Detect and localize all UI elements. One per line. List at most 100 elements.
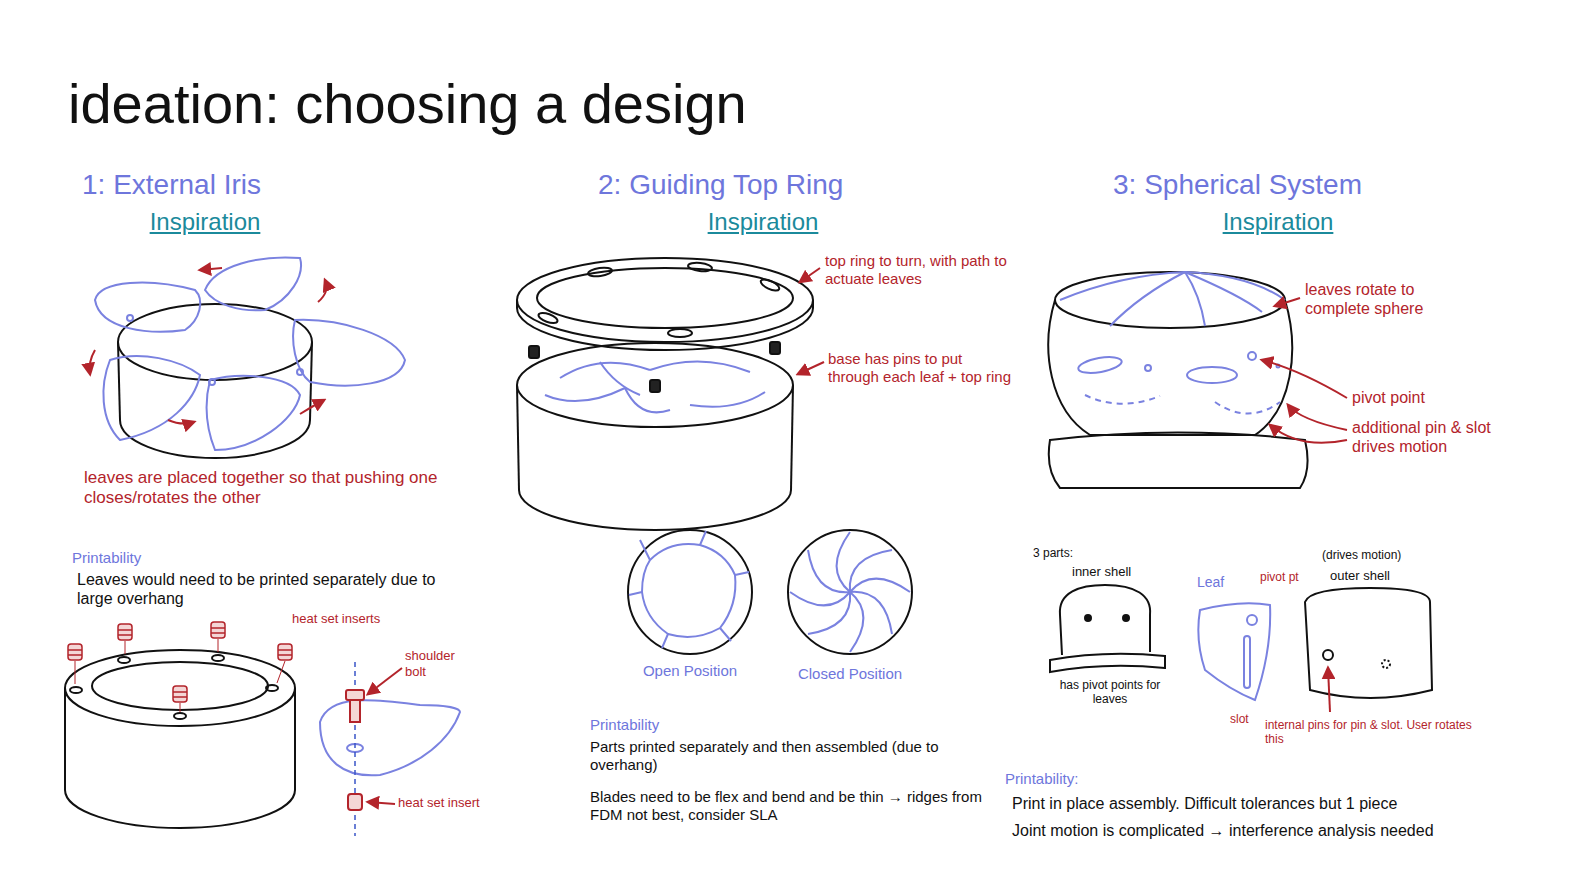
heat-set-inserts: [68, 622, 292, 712]
part-label: inner shell: [1072, 564, 1172, 580]
rotation-arrows: [90, 268, 327, 424]
heat-set-inserts-stroke: [278, 644, 292, 660]
guided-base-stroke: [517, 343, 793, 427]
sphere-leader-arrows-stroke: [1270, 425, 1347, 443]
iris-leaves-stroke: [207, 376, 300, 450]
top-ring-stroke: [688, 262, 713, 272]
note-text: Parts printed separately and then assemb…: [590, 738, 1010, 774]
label-slot: outer shell: [1330, 568, 1440, 584]
insert-base-stroke: [266, 685, 278, 691]
note-text: Joint motion is complicated → interferen…: [1012, 821, 1582, 840]
label-slot: heat set inserts: [292, 611, 412, 627]
rotation-arrows-stroke: [90, 350, 95, 374]
top-ring-stroke: [759, 277, 781, 293]
closed-aperture-stroke: [850, 550, 892, 592]
sphere-leaves-stroke: [1145, 365, 1151, 371]
label-slot: inner shell: [1072, 564, 1172, 580]
insert-base-stroke: [118, 657, 130, 663]
label-slot: leaves are placed together so that pushi…: [84, 468, 444, 509]
label-slot: Print in place assembly. Difficult toler…: [1012, 794, 1582, 813]
outer-shell-part-stroke: [1382, 660, 1390, 668]
sphere-leaves: [1060, 272, 1285, 414]
iris-leaves-stroke: [293, 320, 405, 386]
label-slot: Open Position: [630, 662, 750, 680]
title-slot: ideation: choosing a design: [68, 70, 1068, 137]
sphere-leaves-stroke: [1077, 354, 1123, 375]
iris-cylinder: [118, 304, 312, 458]
ring-leaves-stroke: [690, 392, 765, 407]
iris-leaves-stroke: [205, 257, 301, 310]
annotation: additional pin & slot drives motion: [1352, 418, 1517, 456]
label-slot: additional pin & slot drives motion: [1352, 418, 1517, 456]
guided-base-stroke: [519, 490, 791, 530]
label-slot: 3: Spherical System: [1113, 168, 1453, 202]
sphere-leaves-stroke: [1060, 272, 1185, 300]
ring-leader-arrows-stroke: [798, 362, 824, 374]
iris-cylinder-stroke: [118, 304, 312, 380]
label-slot: slot: [1230, 712, 1270, 726]
label-slot: has pivot points for leaves: [1045, 678, 1175, 707]
label-slot: Printability: [590, 716, 730, 734]
guided-base-stroke: [791, 385, 793, 490]
closed-aperture-stroke: [790, 592, 850, 605]
leaf-with-bolt-stroke: [350, 700, 360, 722]
iris-leaves-stroke: [297, 369, 303, 375]
label-slot: shoulder bolt: [405, 648, 475, 679]
annotation: leaves rotate to complete sphere: [1305, 280, 1465, 318]
ring-leaves: [545, 361, 765, 412]
annotation: top ring to turn, with path to actuate l…: [825, 252, 1015, 288]
label-slot: Joint motion is complicated → interferen…: [1012, 821, 1582, 840]
leaf-part-stroke: [1244, 636, 1250, 688]
insert-base-stroke: [174, 713, 186, 719]
guided-base-stroke: [770, 342, 780, 354]
inner-shell-part-stroke: [1050, 654, 1165, 672]
sphere-leader-arrows-stroke: [1262, 360, 1347, 398]
annotation: base has pins to put through each leaf +…: [828, 350, 1013, 386]
insert-base-stroke: [92, 662, 268, 710]
closed-aperture: [788, 530, 912, 654]
label-slot: pivot pt: [1260, 570, 1304, 584]
part-label: (drives motion): [1322, 548, 1442, 562]
closed-aperture-stroke: [850, 579, 910, 592]
label-slot: Inspiration: [135, 208, 275, 237]
sphere-leaves-stroke: [1185, 272, 1262, 312]
heat-set-inserts-stroke: [68, 628, 292, 697]
inspiration-link: Inspiration: [135, 208, 275, 237]
label-slot: Printability:: [1005, 770, 1145, 788]
annotation: leaves are placed together so that pushi…: [84, 468, 444, 509]
guided-base-stroke: [529, 346, 539, 358]
label-slot: top ring to turn, with path to actuate l…: [825, 252, 1015, 288]
ring-leader-arrows: [798, 268, 824, 374]
part-label: heat set inserts: [292, 611, 412, 627]
ring-leaves-stroke: [545, 388, 625, 401]
insert-base-stroke: [294, 688, 296, 790]
insert-base-stroke: [65, 650, 295, 726]
iris-leaves: [95, 257, 405, 450]
sphere-leader-arrows-stroke: [1275, 298, 1300, 306]
ring-leader-arrows-stroke: [800, 268, 820, 282]
closed-aperture-stroke: [837, 532, 850, 592]
sphere-leaves-stroke: [1248, 352, 1256, 360]
label-slot: 3 parts:: [1033, 546, 1103, 560]
ring-leaves-stroke: [600, 362, 640, 395]
top-ring-stroke: [588, 266, 613, 277]
part-label: 3 parts:: [1033, 546, 1103, 560]
outer-shell-part-stroke: [1323, 650, 1333, 660]
top-ring-stroke: [668, 329, 692, 337]
heat-set-inserts-stroke: [75, 639, 285, 712]
open-aperture-stroke: [642, 544, 735, 637]
label-slot: Printability: [72, 549, 212, 567]
part-label: has pivot points for leaves: [1045, 678, 1175, 707]
leaf-with-bolt-stroke: [320, 700, 460, 775]
closed-aperture-stroke: [850, 592, 863, 652]
section-label: Printability: [590, 716, 730, 734]
open-aperture: [628, 530, 752, 654]
outer-shell-part-stroke: [1305, 588, 1432, 698]
label-slot: (drives motion): [1322, 548, 1442, 562]
label-slot: heat set insert: [398, 795, 518, 811]
sphere-leader-arrows: [1262, 298, 1347, 443]
label-slot: 2: Guiding Top Ring: [598, 168, 938, 202]
outer-shell-part-stroke: [1328, 668, 1330, 712]
column-heading: 2: Guiding Top Ring: [598, 168, 938, 202]
